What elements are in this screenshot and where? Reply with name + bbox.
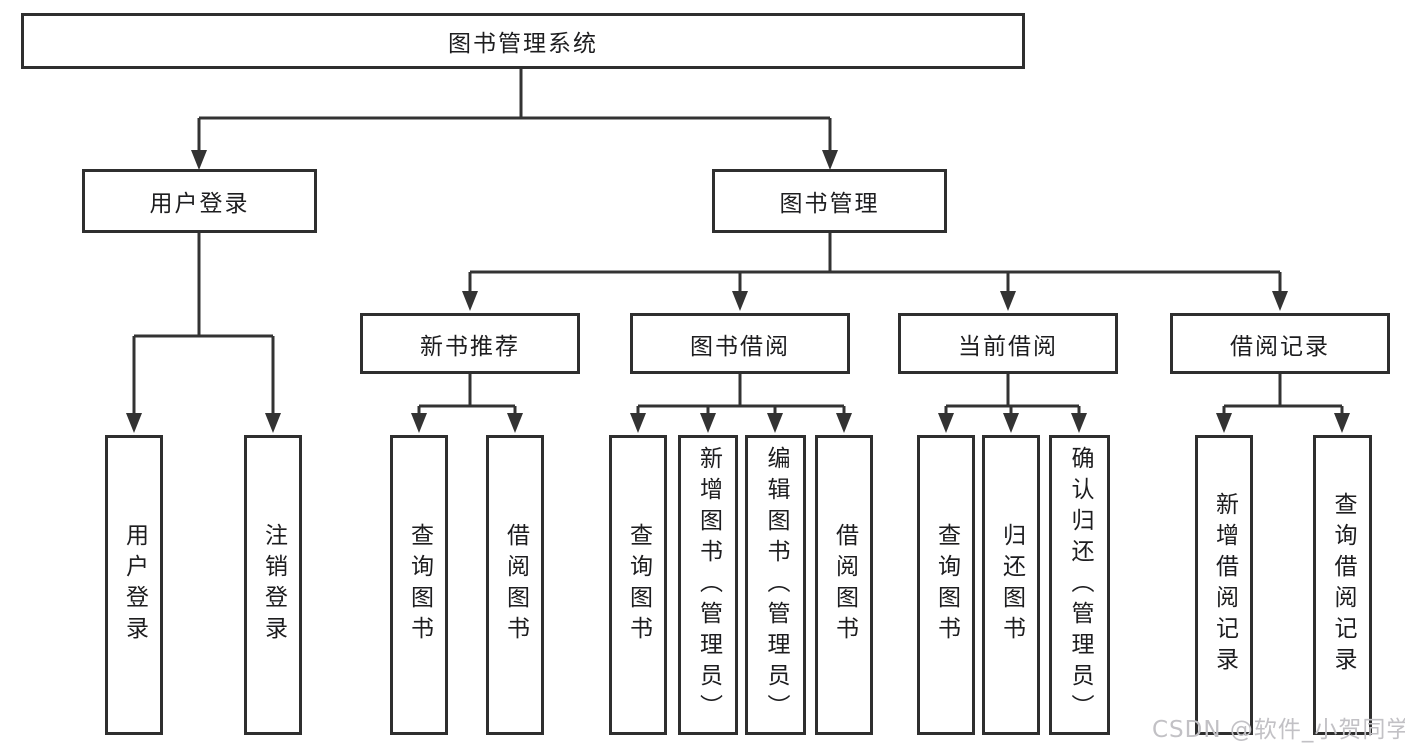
- node-library-management-system: 图书管理系统: [21, 13, 1025, 69]
- leaf-add-borrow-record: 新增借阅记录: [1195, 435, 1253, 735]
- csdn-watermark: CSDN @软件_小贺同学: [1152, 717, 1405, 743]
- leaf-borrow-books-2: 借阅图书: [815, 435, 873, 735]
- leaf-return-books: 归还图书: [982, 435, 1040, 735]
- leaf-user-login: 用户登录: [105, 435, 163, 735]
- leaf-borrow-books-1: 借阅图书: [486, 435, 544, 735]
- leaf-query-books-2: 查询图书: [609, 435, 667, 735]
- node-book-borrow: 图书借阅: [630, 313, 850, 374]
- leaf-query-books-3: 查询图书: [917, 435, 975, 735]
- node-borrow-records: 借阅记录: [1170, 313, 1390, 374]
- leaf-edit-books-admin: 编辑图书（管理员）: [745, 435, 806, 735]
- leaf-logout: 注销登录: [244, 435, 302, 735]
- leaf-add-books-admin: 新增图书（管理员）: [678, 435, 738, 735]
- leaf-confirm-return-admin: 确认归还（管理员）: [1049, 435, 1110, 735]
- node-user-login-branch: 用户登录: [82, 169, 317, 233]
- leaf-query-books-1: 查询图书: [390, 435, 448, 735]
- node-book-management-branch: 图书管理: [712, 169, 947, 233]
- leaf-query-borrow-record: 查询借阅记录: [1313, 435, 1372, 735]
- node-new-book-recommend: 新书推荐: [360, 313, 580, 374]
- node-current-borrow: 当前借阅: [898, 313, 1118, 374]
